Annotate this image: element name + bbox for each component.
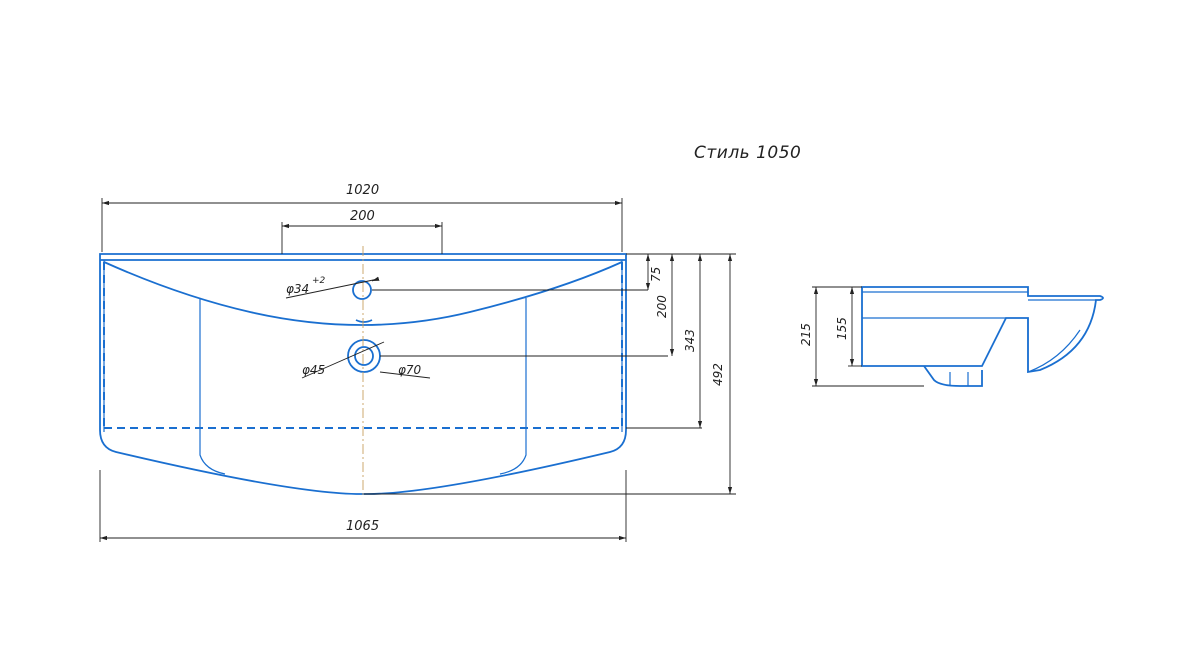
top-view <box>99 246 627 498</box>
dim-label-phi34: φ34 <box>286 282 309 296</box>
dim-label-343: 343 <box>683 329 697 352</box>
basin-bowl-right <box>499 298 527 475</box>
basin-bowl-left <box>199 298 226 475</box>
dim-label-phi34-tolerance: +2 <box>312 276 326 286</box>
side-view: 215 155 <box>799 286 1104 387</box>
dim-label-1065: 1065 <box>346 519 379 534</box>
dim-label-492: 492 <box>711 363 725 386</box>
side-view-drain <box>923 365 983 387</box>
side-view-top-rim <box>862 291 1096 301</box>
drain-inner-circle <box>354 346 374 366</box>
leader-phi45 <box>301 341 385 379</box>
drawing-title: Стиль 1050 <box>694 143 802 163</box>
leader-phi70 <box>379 371 431 379</box>
dim-label-215: 215 <box>799 323 813 346</box>
faucet-hole <box>352 280 372 300</box>
dimensions-top-view: 1020 200 1065 φ34 +2 φ45 φ70 75 200 343 … <box>99 183 736 542</box>
dim-label-75: 75 <box>649 267 663 282</box>
dim-label-1020: 1020 <box>346 183 379 198</box>
side-view-inner <box>862 317 1081 373</box>
dim-label-155: 155 <box>835 317 849 340</box>
side-view-body <box>861 286 1104 374</box>
dim-label-200: 200 <box>350 209 375 224</box>
overflow-slot <box>355 319 373 323</box>
leader-phi34 <box>285 278 379 299</box>
dim-label-phi45: φ45 <box>302 363 325 377</box>
dim-label-200-vert: 200 <box>655 295 669 318</box>
dim-label-phi70: φ70 <box>398 363 422 377</box>
